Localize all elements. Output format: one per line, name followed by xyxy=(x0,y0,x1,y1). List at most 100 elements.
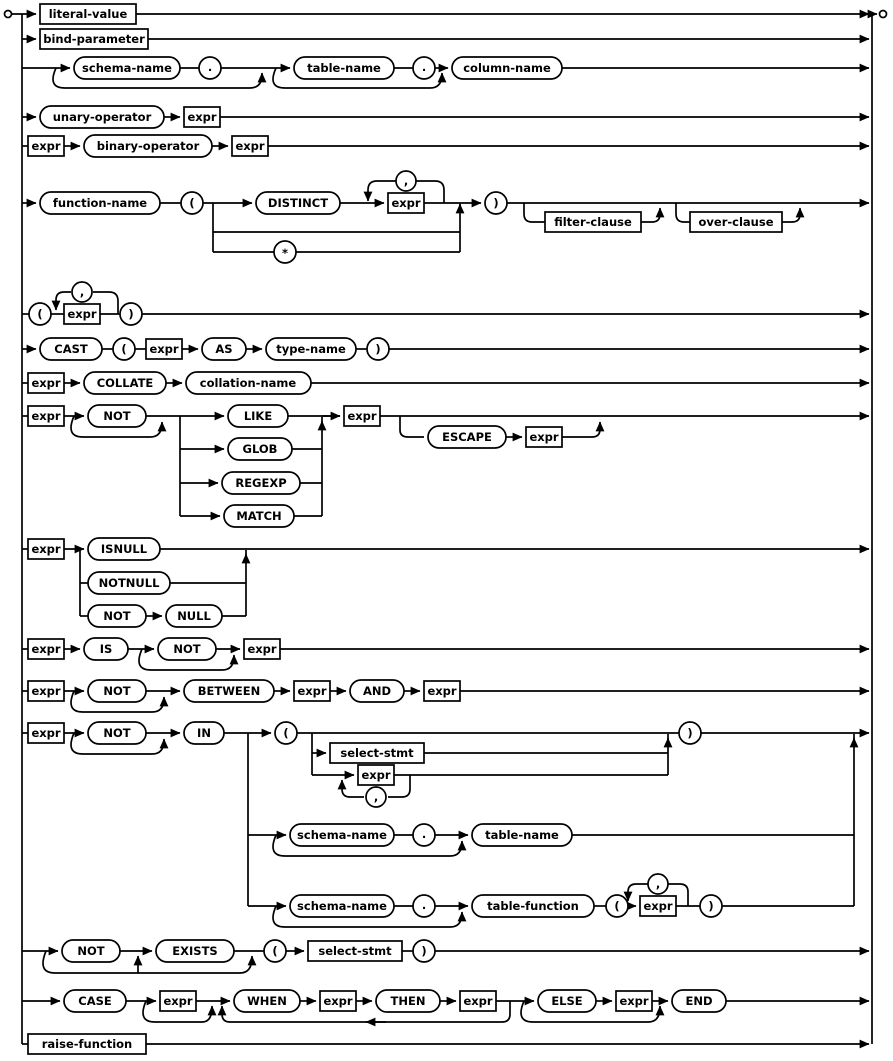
label: AND xyxy=(363,684,391,698)
label: ( xyxy=(614,899,619,913)
label: expr xyxy=(31,139,60,153)
label: ( xyxy=(189,196,194,210)
node-raise-function[interactable]: raise-function xyxy=(27,1033,147,1055)
node-dot: . xyxy=(412,823,436,847)
node-comma: , xyxy=(395,170,417,192)
node-bind-parameter[interactable]: bind-parameter xyxy=(39,28,149,50)
label: expr xyxy=(247,642,276,656)
label: , xyxy=(656,877,660,891)
node-expr[interactable]: expr xyxy=(387,192,425,214)
label: , xyxy=(80,285,84,299)
node-not: NOT xyxy=(87,679,147,703)
label: schema-name xyxy=(297,828,387,842)
node-expr[interactable]: expr xyxy=(459,990,497,1012)
node-rparen: ) xyxy=(678,721,702,745)
node-expr[interactable]: expr xyxy=(63,303,101,325)
label: . xyxy=(422,827,426,841)
node-select-stmt[interactable]: select-stmt xyxy=(329,742,425,764)
node-expr[interactable]: expr xyxy=(615,990,653,1012)
alt-literal-value: literal-value xyxy=(39,3,870,25)
node-dot: . xyxy=(412,56,436,80)
node-regexp: REGEXP xyxy=(221,471,301,495)
label: ESCAPE xyxy=(442,430,492,444)
label: THEN xyxy=(391,994,426,1008)
start-terminal xyxy=(3,9,13,19)
node-expr[interactable]: expr xyxy=(293,680,331,702)
node-expr[interactable]: expr xyxy=(27,135,65,157)
node-expr[interactable]: expr xyxy=(423,680,461,702)
node-type-name: type-name xyxy=(265,337,357,361)
label: filter-clause xyxy=(554,215,632,229)
node-expr[interactable]: expr xyxy=(231,135,269,157)
node-function-name: function-name xyxy=(39,191,161,215)
node-is: IS xyxy=(83,637,129,661)
label: expr xyxy=(361,768,390,782)
node-expr[interactable]: expr xyxy=(159,990,197,1012)
label: GLOB xyxy=(243,442,278,456)
label: DISTINCT xyxy=(268,196,328,210)
node-expr[interactable]: expr xyxy=(183,106,221,128)
node-expr[interactable]: expr xyxy=(27,372,65,394)
node-literal-value[interactable]: literal-value xyxy=(39,3,137,25)
alt-exists: NOT EXISTS ( select-stmt ) xyxy=(22,939,870,974)
label: expr xyxy=(31,376,60,390)
label: NULL xyxy=(177,609,211,623)
label: EXISTS xyxy=(172,944,217,958)
node-expr[interactable]: expr xyxy=(639,895,677,917)
node-expr[interactable]: expr xyxy=(27,405,65,427)
label: NOT xyxy=(103,726,130,740)
node-expr[interactable]: expr xyxy=(343,405,381,427)
label: raise-function xyxy=(42,1037,133,1051)
label: NOT xyxy=(77,944,104,958)
label: literal-value xyxy=(49,7,128,21)
label: expr xyxy=(323,994,352,1008)
node-expr[interactable]: expr xyxy=(27,722,65,744)
label: expr xyxy=(297,684,326,698)
node-notnull: NOTNULL xyxy=(87,571,171,595)
label: ( xyxy=(283,726,288,740)
node-filter-clause[interactable]: filter-clause xyxy=(544,211,642,233)
node-dot: . xyxy=(198,56,222,80)
label: ( xyxy=(121,342,126,356)
label: expr xyxy=(427,684,456,698)
node-over-clause[interactable]: over-clause xyxy=(689,211,783,233)
diagram-trunks xyxy=(3,9,888,1044)
label: expr xyxy=(163,994,192,1008)
label: ) xyxy=(421,944,426,958)
label: ) xyxy=(708,899,713,913)
node-expr[interactable]: expr xyxy=(243,638,281,660)
node-table-name: table-name xyxy=(471,823,573,847)
node-expr[interactable]: expr xyxy=(357,764,395,786)
label: IS xyxy=(100,642,113,656)
node-expr[interactable]: expr xyxy=(145,338,183,360)
label: table-name xyxy=(485,828,559,842)
node-expr[interactable]: expr xyxy=(525,426,563,448)
label: ) xyxy=(493,196,498,210)
node-expr[interactable]: expr xyxy=(319,990,357,1012)
alt-bind-parameter: bind-parameter xyxy=(22,28,870,50)
node-select-stmt[interactable]: select-stmt xyxy=(307,940,403,962)
node-expr[interactable]: expr xyxy=(27,680,65,702)
alt-null-tests: expr ISNULL NOTNULL NOT NULL xyxy=(22,537,870,628)
label: expr xyxy=(619,994,648,1008)
alt-unary: unary-operator expr xyxy=(22,105,870,129)
node-schema-name: schema-name xyxy=(289,823,395,847)
label: REGEXP xyxy=(235,476,286,490)
label: schema-name xyxy=(82,61,172,75)
label: expr xyxy=(235,139,264,153)
node-distinct: DISTINCT xyxy=(255,191,341,215)
node-like: LIKE xyxy=(227,404,289,428)
alt-in: expr NOT IN ( select-stmt expr , ) schem… xyxy=(22,721,870,928)
node-expr[interactable]: expr xyxy=(27,638,65,660)
node-collation-name: collation-name xyxy=(185,371,312,395)
label: * xyxy=(282,246,288,260)
label: ) xyxy=(375,342,380,356)
label: ( xyxy=(272,944,277,958)
node-not: NOT xyxy=(61,939,121,963)
node-expr[interactable]: expr xyxy=(27,538,65,560)
alt-like: expr NOT LIKE GLOB REGEXP MATCH expr ESC… xyxy=(22,404,870,528)
node-unary-operator: unary-operator xyxy=(39,105,165,129)
node-not: NOT xyxy=(87,404,147,428)
label: function-name xyxy=(53,196,147,210)
label: expr xyxy=(391,196,420,210)
